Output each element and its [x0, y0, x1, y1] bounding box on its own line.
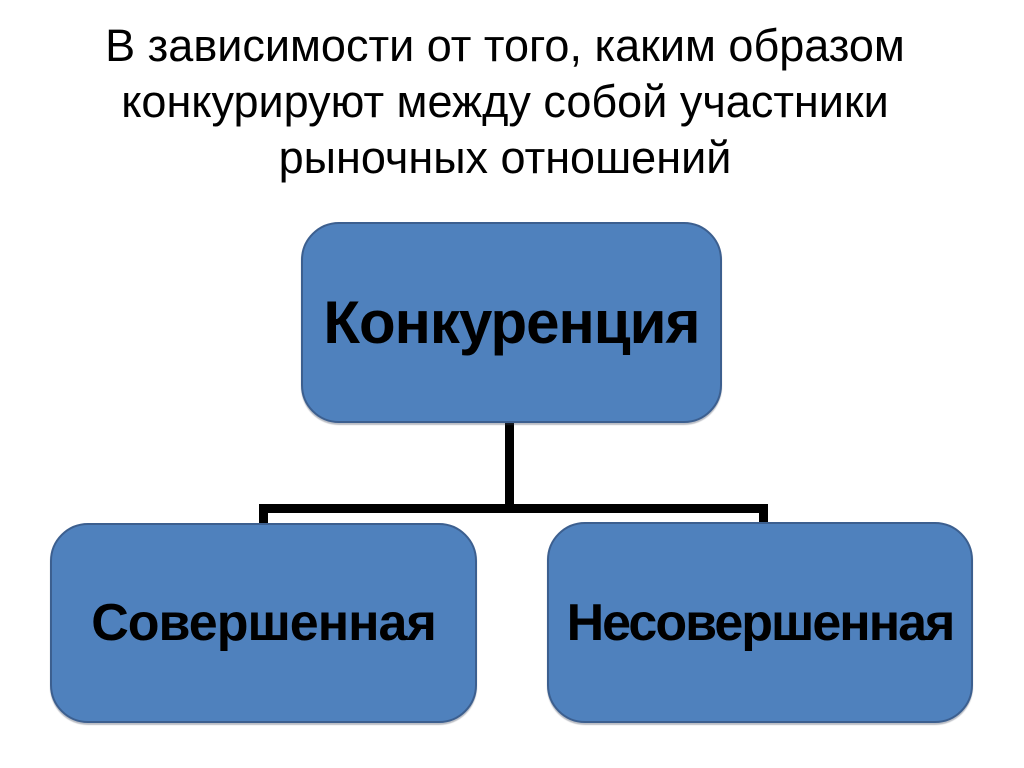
connector-crossbar — [259, 504, 768, 513]
diagram-child-label-perfect: Совершенная — [91, 594, 437, 652]
connector-root-stem — [505, 420, 514, 512]
slide-title-line-2: конкурируют между собой участники — [121, 76, 889, 127]
connector-drop-right — [759, 504, 768, 528]
diagram-child-box-imperfect: Несовершенная — [547, 522, 973, 723]
diagram-root-box: Конкуренция — [301, 222, 722, 423]
diagram-root-label: Конкуренция — [323, 289, 700, 356]
slide-title-line-3: рыночных отношений — [278, 132, 732, 183]
slide-title-line-1: В зависимости от того, каким образом — [105, 20, 905, 71]
diagram-child-box-perfect: Совершенная — [50, 523, 477, 723]
diagram-child-label-imperfect: Несовершенная — [566, 593, 956, 652]
slide-title: В зависимости от того, каким образом кон… — [0, 18, 1010, 186]
connector-drop-left — [259, 504, 268, 528]
